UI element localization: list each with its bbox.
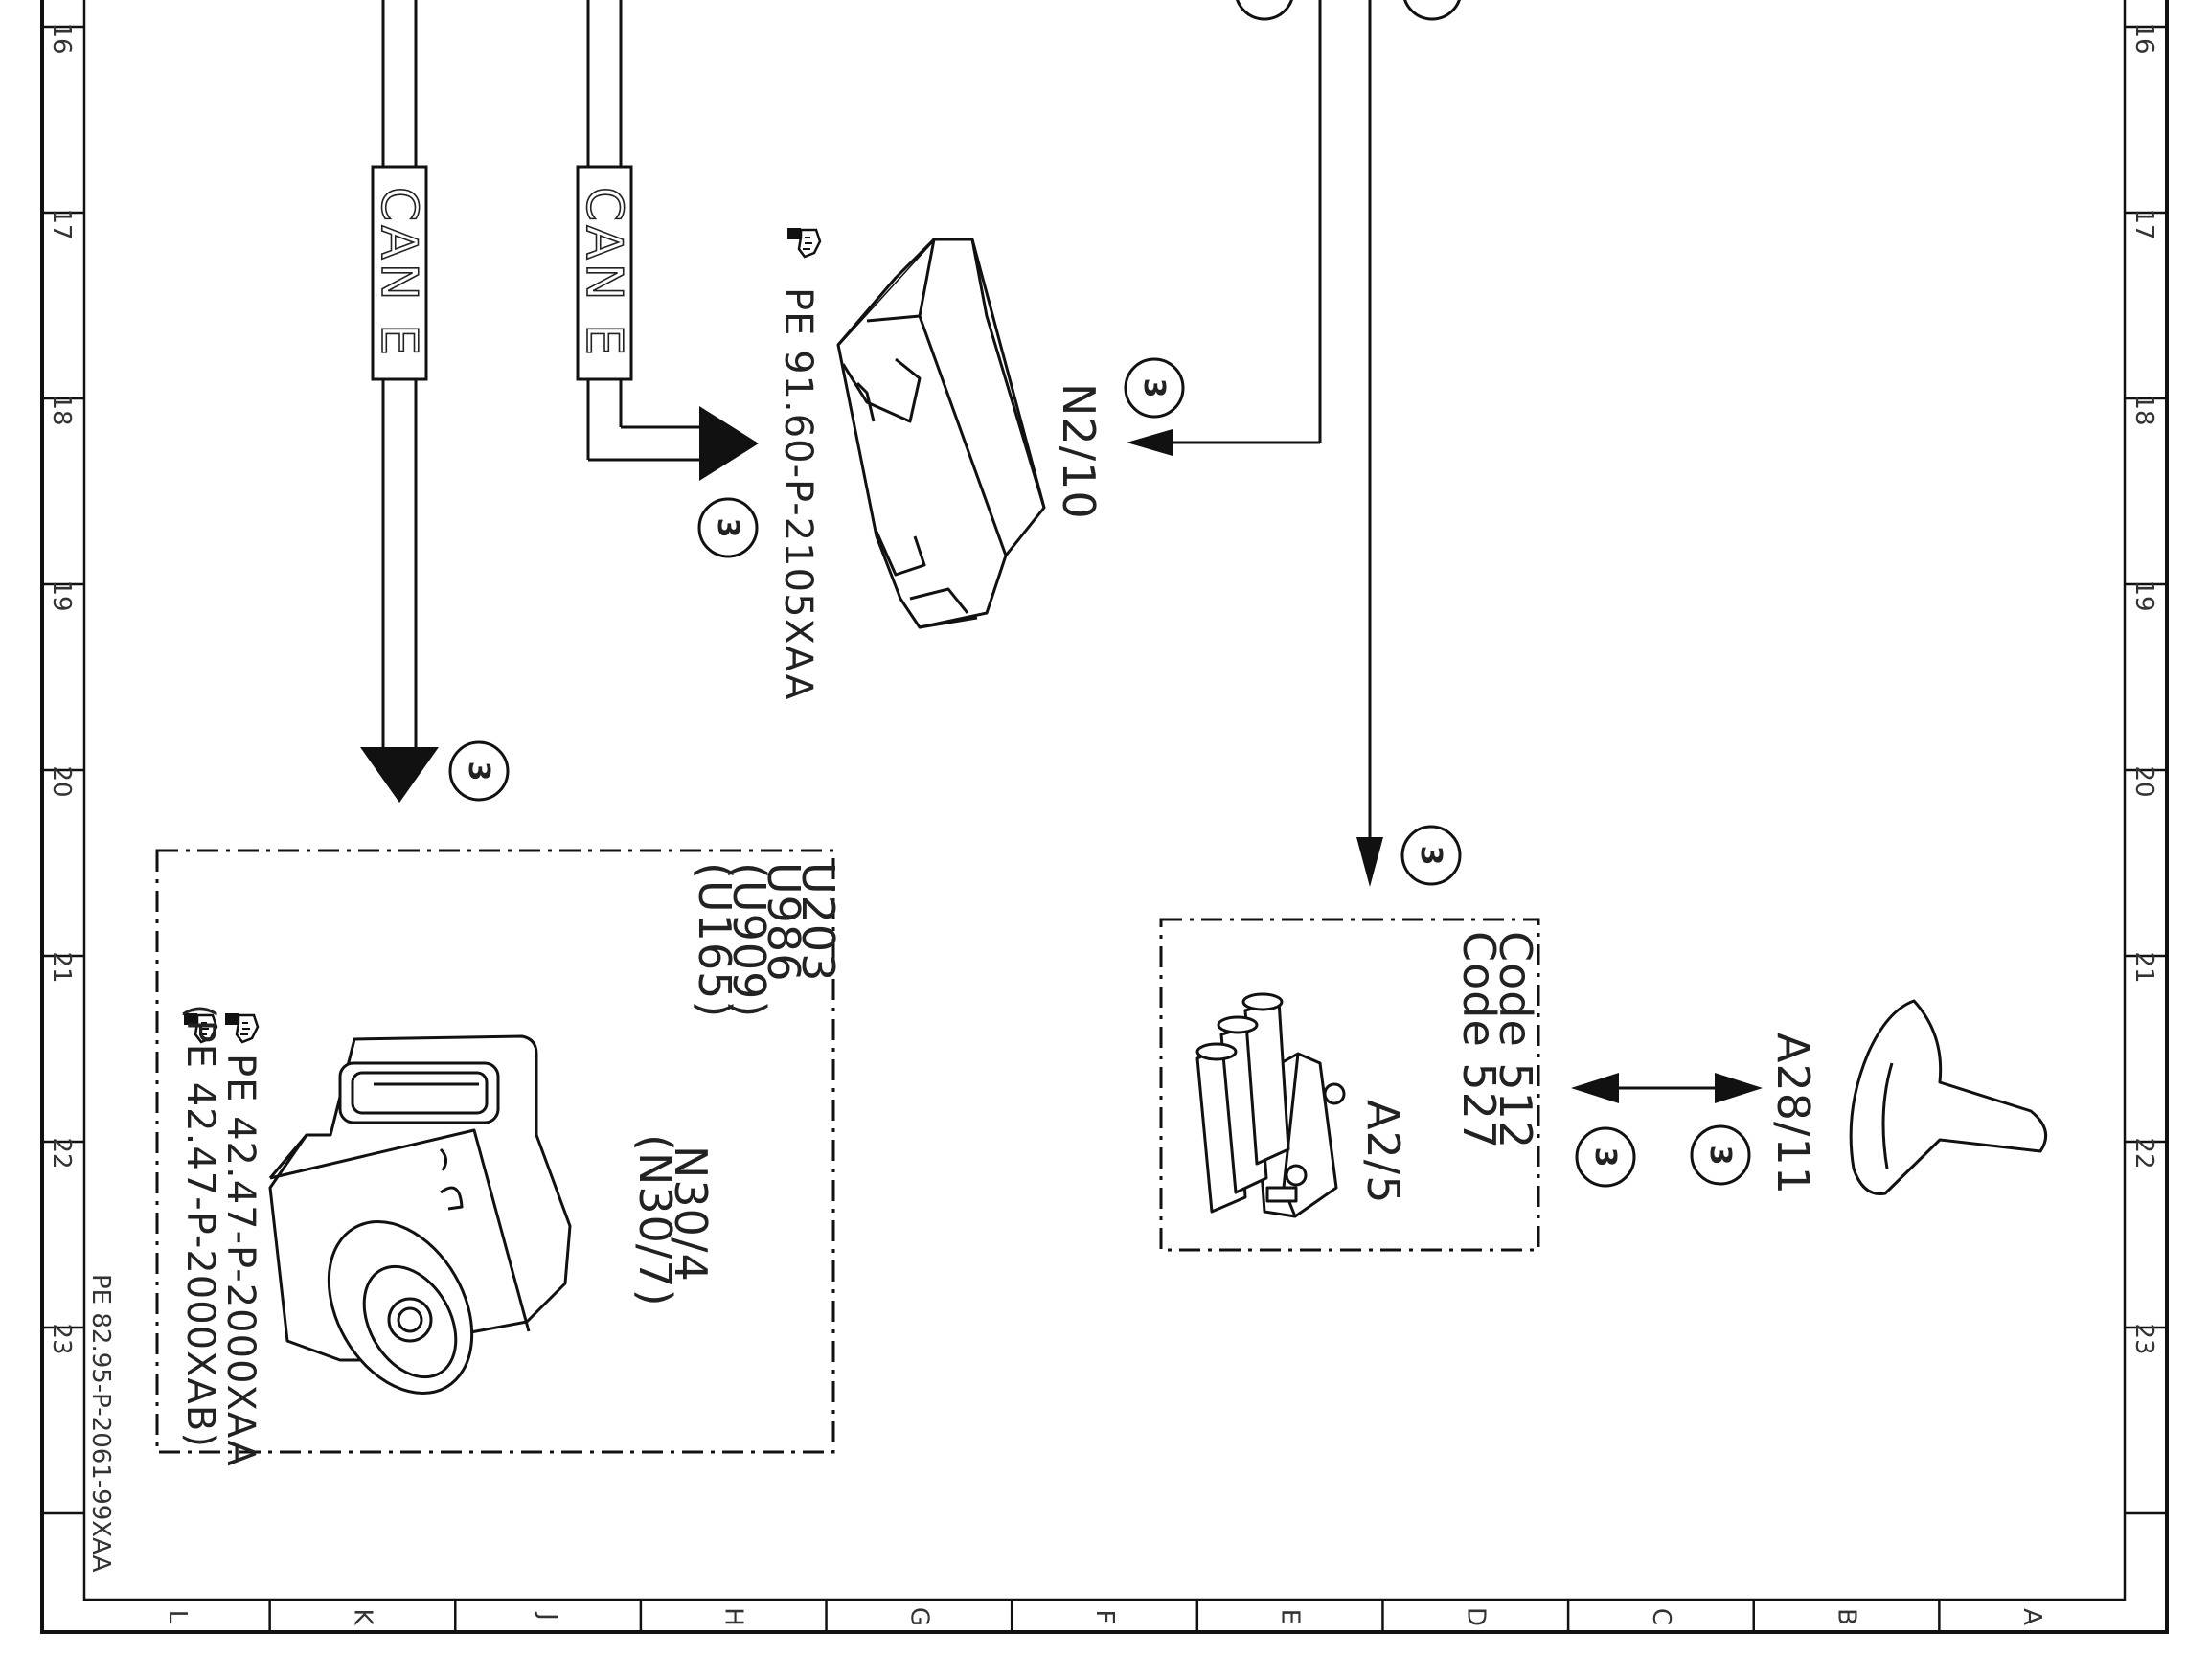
row-label: 19	[2129, 579, 2158, 611]
svg-text:(U165): (U165)	[689, 862, 740, 1018]
n30-4-module-box	[155, 849, 835, 1454]
marker-arrow-n2-10: 3	[1124, 357, 1185, 419]
a28-11-label: A28/11	[1767, 1033, 1819, 1195]
row-label: 20	[2129, 765, 2158, 797]
column-label: E	[1276, 1609, 1305, 1624]
svg-text:3: 3	[1703, 1146, 1737, 1166]
a28-11-selector-knob-illustration	[1849, 999, 2048, 1195]
svg-text:3: 3	[1137, 378, 1171, 398]
row-label: 16	[2129, 22, 2158, 54]
column-label: J	[534, 1611, 562, 1621]
can-label-left: CAN E	[370, 187, 427, 359]
n30-4-doc-ref-2: (PE 42.47-P-2000XAB)	[178, 1004, 222, 1448]
a2-5-connector-illustration	[1195, 992, 1346, 1218]
n2-10-doc-ref-text: PE 91.60-P-2105XAA	[776, 287, 820, 701]
svg-text:3: 3	[1414, 846, 1447, 866]
double-arrow-link	[1571, 1073, 1763, 1103]
row-label: 20	[47, 765, 76, 797]
row-grid-ticks: 16 16 17 17 18 18 19 19 20 20 21 21 22 22 23 23	[42, 22, 2167, 1515]
n30-7-label: (N30/7)	[629, 1134, 681, 1307]
hand-pointer-icon	[225, 1013, 260, 1044]
n30-4-doc-ref-1: PE 42.47-P-2000XAA	[218, 1054, 262, 1467]
row-label: 19	[47, 579, 76, 611]
marker-n30-4: 3	[448, 740, 510, 802]
column-label: D	[1461, 1607, 1490, 1626]
top-partial-markers	[1236, 0, 1461, 21]
column-label: G	[904, 1607, 933, 1626]
a2-5-module-box	[1159, 918, 1540, 1252]
column-label: F	[1090, 1610, 1119, 1624]
n30-4-label: N30/4	[665, 1146, 717, 1283]
row-label: 18	[2129, 394, 2158, 425]
hand-pointer-icon	[184, 1013, 218, 1044]
n30-4-variant-list: U203 U986 (U909) (U165)	[689, 862, 844, 1018]
can-bus-left: CAN E	[360, 0, 439, 803]
column-label: L	[163, 1610, 192, 1624]
code-512-label: Code 512	[1490, 931, 1541, 1149]
can-bus-right: CAN E	[574, 0, 759, 481]
row-label: 21	[2129, 951, 2158, 983]
svg-text:3: 3	[711, 518, 744, 538]
row-label: 17	[47, 208, 76, 239]
column-label: B	[1833, 1608, 1861, 1625]
sheet-frame	[40, 0, 2169, 1634]
row-label: 16	[47, 22, 76, 54]
svg-text:U203: U203	[792, 862, 844, 982]
can-label-right: CAN E	[575, 187, 632, 359]
marker-a2-5: 3	[1400, 825, 1462, 886]
n30-4-hydraulic-unit-illustration	[268, 1034, 572, 1395]
row-label: 22	[47, 1137, 76, 1169]
svg-text:U986: U986	[758, 862, 809, 982]
hand-pointer-icon	[787, 228, 822, 259]
marker-link-a: 3	[1575, 1126, 1636, 1188]
column-label: K	[348, 1608, 376, 1625]
document-id: PE 82.95-P-2061-99XAA	[86, 1274, 115, 1573]
n2-10-control-unit-illustration	[836, 238, 1046, 629]
row-label: 17	[2129, 208, 2158, 239]
n30-4-doc-refs: PE 42.47-P-2000XAA (PE 42.47-P-2000XAB)	[178, 1004, 262, 1467]
row-label: 22	[2129, 1137, 2158, 1169]
code-527-label: Code 527	[1453, 931, 1505, 1149]
a2-5-label: A2/5	[1357, 1100, 1409, 1205]
n2-10-label: N2/10	[1053, 383, 1104, 520]
row-label: 23	[47, 1323, 76, 1354]
svg-text:3: 3	[462, 761, 495, 782]
row-label: 21	[47, 951, 76, 983]
row-label: 23	[2129, 1323, 2158, 1354]
signal-line-n2-10	[1127, 0, 1322, 456]
signal-line-a2-5	[1356, 0, 1383, 887]
column-label: H	[719, 1607, 748, 1626]
n2-10-doc-ref: PE 91.60-P-2105XAA	[776, 228, 822, 701]
marker-link-b: 3	[1690, 1124, 1751, 1186]
row-label: 18	[47, 394, 76, 425]
column-label: C	[1647, 1608, 1675, 1625]
column-label: A	[2017, 1608, 2046, 1625]
svg-text:(U909): (U909)	[723, 862, 775, 1018]
svg-text:3: 3	[1588, 1147, 1622, 1168]
marker-n2-10: 3	[697, 497, 759, 558]
